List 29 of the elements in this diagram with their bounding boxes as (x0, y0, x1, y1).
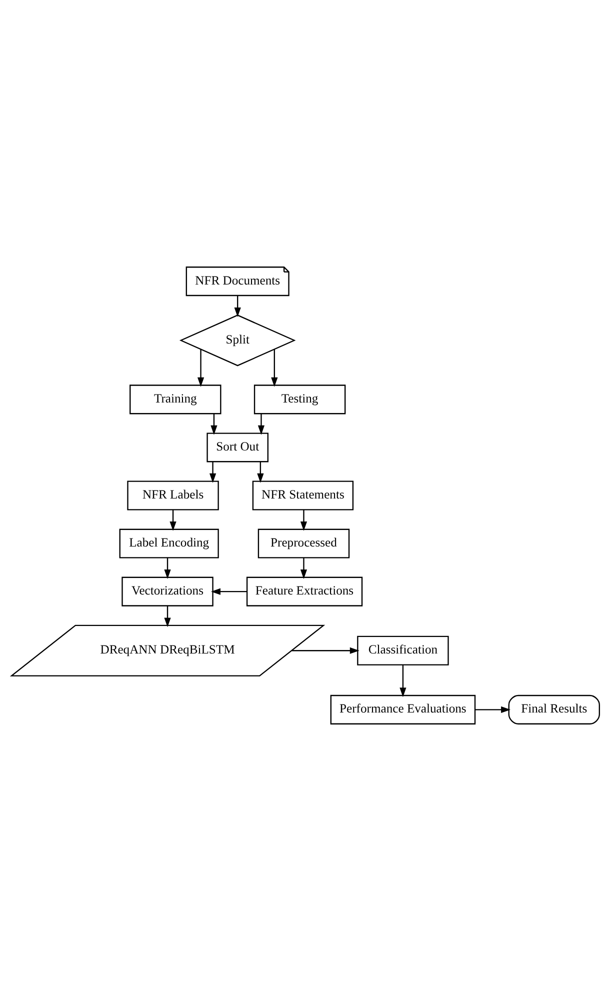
arrow (164, 606, 171, 628)
node-box: Preprocessed (258, 528, 350, 558)
node-box: Vectorizations (122, 576, 214, 606)
arrow (197, 349, 204, 387)
arrow (164, 558, 171, 579)
arrow (170, 510, 176, 531)
arrow (300, 510, 308, 531)
arrow (209, 462, 216, 483)
arrow (475, 706, 510, 713)
arrow (257, 462, 264, 483)
node-box: Testing (254, 384, 346, 414)
arrow (271, 349, 278, 387)
arrow (210, 414, 218, 435)
arrow (400, 664, 406, 698)
arrow (258, 414, 265, 435)
node-box: Final Results (508, 694, 600, 724)
node-box: NFR Statements (252, 480, 354, 510)
node-box: NFR Labels (127, 480, 219, 510)
node-box: Classification (357, 636, 449, 666)
node-box: Performance Evaluations (330, 694, 476, 724)
node-box: Label Encoding (119, 528, 219, 558)
node-diamond: Split (179, 314, 296, 366)
arrow (292, 647, 360, 654)
arrow (234, 296, 241, 317)
node-box: Sort Out (206, 432, 268, 462)
arrow (300, 558, 308, 579)
node-box: Feature Extractions (246, 576, 363, 606)
arrow (211, 588, 247, 595)
node-box: Training (130, 384, 222, 414)
